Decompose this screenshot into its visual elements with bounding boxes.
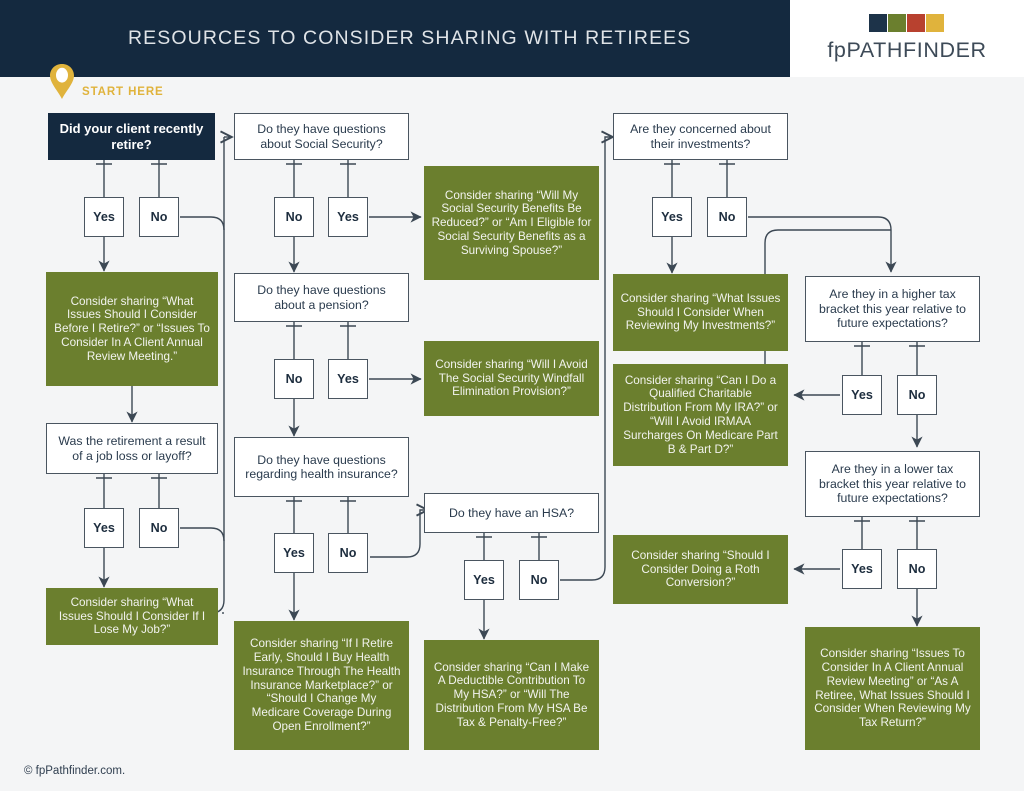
node-retire-no[interactable]: No	[139, 197, 179, 237]
logo-squares-icon	[869, 14, 944, 32]
logo-panel	[790, 0, 1024, 77]
node-ss-no[interactable]: No	[274, 197, 314, 237]
node-higher-tax-bracket-question[interactable]: Are they in a higher tax bracket this ye…	[805, 276, 980, 342]
node-social-security-question[interactable]: Do they have questions about Social Secu…	[234, 113, 409, 160]
node-green-qcd-irmaa[interactable]: Consider sharing “Can I Do a Qualified C…	[613, 364, 788, 466]
node-lower-tax-no[interactable]: No	[897, 549, 937, 589]
node-green-investments[interactable]: Consider sharing “What Issues Should I C…	[613, 274, 788, 351]
node-hsa-no[interactable]: No	[519, 560, 559, 600]
node-hsa-yes[interactable]: Yes	[464, 560, 504, 600]
brand-pathfinder: PATHFINDER	[846, 38, 987, 62]
node-green-roth-conversion[interactable]: Consider sharing “Should I Consider Doin…	[613, 535, 788, 604]
node-health-insurance-question[interactable]: Do they have questions regarding health …	[234, 437, 409, 497]
node-investments-question[interactable]: Are they concerned about their investmen…	[613, 113, 788, 160]
page-title: RESOURCES TO CONSIDER SHARING WITH RETIR…	[128, 27, 692, 49]
node-ss-yes[interactable]: Yes	[328, 197, 368, 237]
node-health-no[interactable]: No	[328, 533, 368, 573]
header-bar	[0, 0, 790, 77]
node-investments-yes[interactable]: Yes	[652, 197, 692, 237]
node-green-health-insurance[interactable]: Consider sharing “If I Retire Early, Sho…	[234, 621, 409, 750]
node-job-loss-no[interactable]: No	[139, 508, 179, 548]
node-green-social-security[interactable]: Consider sharing “Will My Social Securit…	[424, 166, 599, 280]
node-job-loss-yes[interactable]: Yes	[84, 508, 124, 548]
node-higher-tax-yes[interactable]: Yes	[842, 375, 882, 415]
node-green-hsa[interactable]: Consider sharing “Can I Make A Deductibl…	[424, 640, 599, 750]
node-lower-tax-bracket-question[interactable]: Are they in a lower tax bracket this yea…	[805, 451, 980, 517]
node-lower-tax-yes[interactable]: Yes	[842, 549, 882, 589]
node-pension-question[interactable]: Do they have questions about a pension?	[234, 273, 409, 322]
brand-fp: fp	[827, 38, 847, 62]
node-higher-tax-no[interactable]: No	[897, 375, 937, 415]
node-green-before-retire[interactable]: Consider sharing “What Issues Should I C…	[46, 272, 218, 386]
node-did-client-retire[interactable]: Did your client recently retire?	[48, 113, 215, 160]
node-green-pension[interactable]: Consider sharing “Will I Avoid The Socia…	[424, 341, 599, 416]
location-pin-icon	[50, 64, 74, 99]
node-health-yes[interactable]: Yes	[274, 533, 314, 573]
node-job-loss-question[interactable]: Was the retirement a result of a job los…	[46, 423, 218, 474]
node-pension-yes[interactable]: Yes	[328, 359, 368, 399]
brand-logo-text: fpPATHFINDER	[790, 38, 1024, 63]
node-pension-no[interactable]: No	[274, 359, 314, 399]
start-here-label: START HERE	[82, 86, 164, 98]
copyright-footer: © fpPathfinder.com.	[24, 765, 126, 777]
node-investments-no[interactable]: No	[707, 197, 747, 237]
node-green-tax-return[interactable]: Consider sharing “Issues To Consider In …	[805, 627, 980, 750]
node-hsa-question[interactable]: Do they have an HSA?	[424, 493, 599, 533]
node-green-lose-job[interactable]: Consider sharing “What Issues Should I C…	[46, 588, 218, 645]
node-retire-yes[interactable]: Yes	[84, 197, 124, 237]
